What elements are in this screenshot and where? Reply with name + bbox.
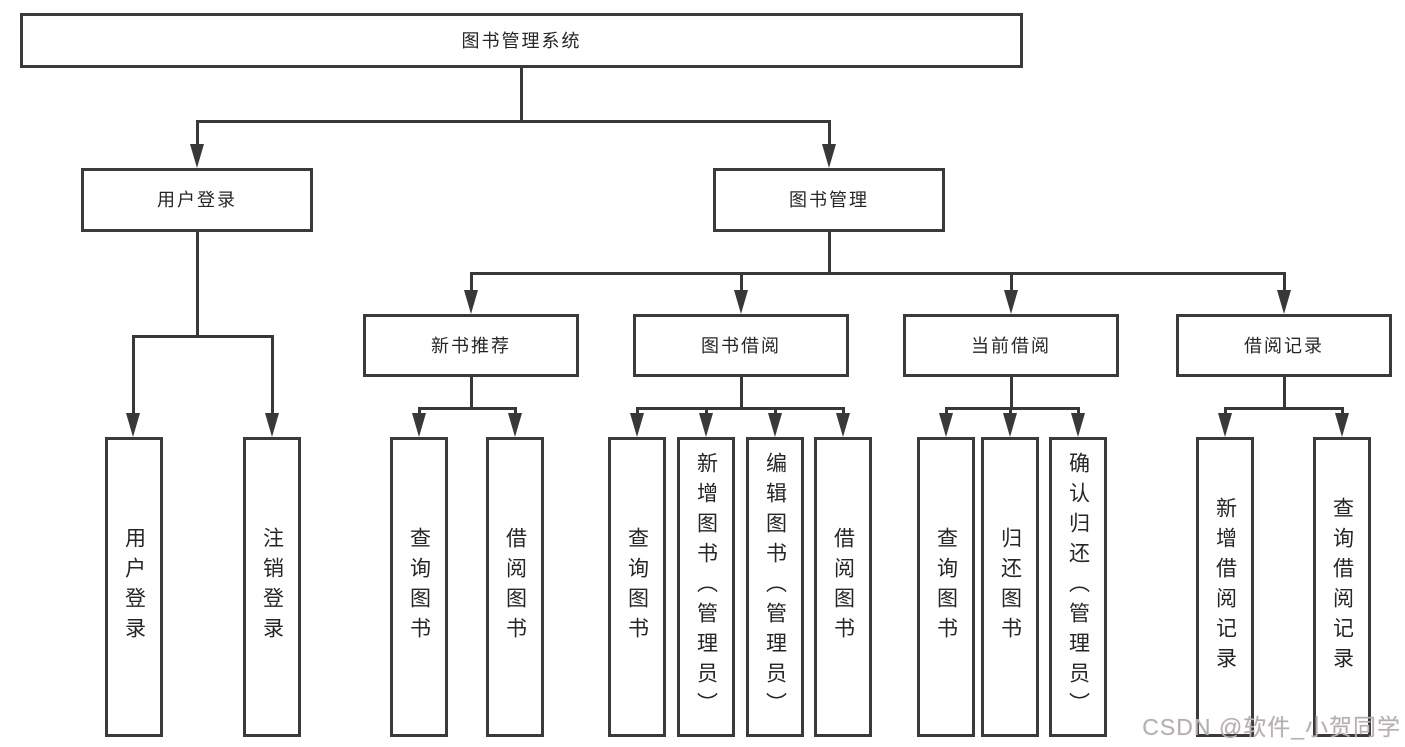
leaf-borrow-books-newrec: 借阅图书: [486, 437, 544, 737]
leaf-query-books-newrec: 查询图书: [390, 437, 448, 737]
arrow-down-icon: [265, 413, 279, 437]
connector-vline: [635, 408, 639, 417]
leaf-label: 借阅图书: [503, 527, 527, 647]
csdn-watermark: CSDN @软件_小贺同学: [1142, 714, 1401, 740]
node-book-borrowing: 图书借阅: [633, 314, 849, 377]
arrow-down-icon: [699, 413, 713, 437]
leaf-confirm-return-admin: 确认归还（管理员）: [1049, 437, 1107, 737]
connector-vline: [944, 408, 948, 417]
connector-vline: [270, 336, 274, 417]
arrow-down-icon: [190, 144, 204, 168]
leaf-label: 查询图书: [625, 527, 649, 647]
node-label: 图书管理: [789, 190, 869, 210]
connector-vline: [519, 68, 523, 121]
node-user-login: 用户登录: [81, 168, 313, 232]
leaf-query-books-borrow: 查询图书: [608, 437, 666, 737]
connector-vline: [469, 377, 473, 408]
leaf-label: 确认归还（管理员）: [1066, 452, 1090, 722]
connector-vline: [469, 273, 473, 294]
arrow-down-icon: [734, 290, 748, 314]
node-new-book-recommendation: 新书推荐: [363, 314, 579, 377]
arrow-down-icon: [1071, 413, 1085, 437]
connector-hline: [469, 271, 1286, 275]
leaf-edit-books-admin: 编辑图书（管理员）: [746, 437, 804, 737]
node-label: 图书借阅: [701, 335, 781, 356]
connector-vline: [1340, 408, 1344, 417]
connector-vline: [1009, 273, 1013, 294]
leaf-borrow-books-borrow: 借阅图书: [814, 437, 872, 737]
leaf-label: 注销登录: [260, 527, 284, 647]
connector-vline: [1223, 408, 1227, 417]
connector-vline: [513, 408, 517, 417]
leaf-label: 新增借阅记录: [1213, 497, 1237, 677]
connector-vline: [841, 408, 845, 417]
node-book-management-system: 图书管理系统: [20, 13, 1023, 68]
connector-vline: [704, 408, 708, 417]
arrow-down-icon: [508, 413, 522, 437]
node-book-management: 图书管理: [713, 168, 945, 232]
connector-vline: [739, 273, 743, 294]
connector-vline: [1076, 408, 1080, 417]
connector-vline: [1282, 377, 1286, 408]
leaf-label: 用户登录: [122, 527, 146, 647]
leaf-user-login: 用户登录: [105, 437, 163, 737]
node-label: 当前借阅: [971, 335, 1051, 356]
connector-vline: [195, 232, 199, 336]
leaf-label: 借阅图书: [831, 527, 855, 647]
connector-vline: [773, 408, 777, 417]
arrow-down-icon: [822, 144, 836, 168]
node-borrowing-records: 借阅记录: [1176, 314, 1392, 377]
leaf-label: 查询借阅记录: [1330, 497, 1354, 677]
connector-hline: [131, 334, 274, 338]
arrow-down-icon: [630, 413, 644, 437]
leaf-label: 查询图书: [407, 527, 431, 647]
leaf-query-books-current: 查询图书: [917, 437, 975, 737]
arrow-down-icon: [1335, 413, 1349, 437]
leaf-label: 新增图书（管理员）: [694, 452, 718, 722]
connector-vline: [195, 121, 199, 148]
connector-vline: [1009, 377, 1013, 408]
connector-vline: [827, 232, 831, 273]
arrow-down-icon: [836, 413, 850, 437]
connector-hline: [195, 119, 831, 123]
connector-hline: [1223, 406, 1344, 410]
arrow-down-icon: [126, 413, 140, 437]
connector-hline: [635, 406, 845, 410]
connector-vline: [417, 408, 421, 417]
node-label: 借阅记录: [1244, 335, 1324, 356]
leaf-add-borrow-record: 新增借阅记录: [1196, 437, 1254, 737]
connector-vline: [1282, 273, 1286, 294]
arrow-down-icon: [1003, 413, 1017, 437]
node-label: 图书管理系统: [461, 30, 582, 51]
arrow-down-icon: [768, 413, 782, 437]
connector-vline: [827, 121, 831, 148]
node-current-borrowing: 当前借阅: [903, 314, 1119, 377]
leaf-return-books: 归还图书: [981, 437, 1039, 737]
arrow-down-icon: [1218, 413, 1232, 437]
arrow-down-icon: [1277, 290, 1291, 314]
leaf-query-borrow-record: 查询借阅记录: [1313, 437, 1371, 737]
node-label: 新书推荐: [431, 335, 511, 356]
arrow-down-icon: [1004, 290, 1018, 314]
connector-vline: [739, 377, 743, 408]
connector-hline: [944, 406, 1080, 410]
leaf-label: 查询图书: [934, 527, 958, 647]
node-label: 用户登录: [157, 190, 237, 210]
connector-vline: [131, 336, 135, 417]
leaf-label: 归还图书: [998, 527, 1022, 647]
leaf-logout-login: 注销登录: [243, 437, 301, 737]
arrow-down-icon: [464, 290, 478, 314]
leaf-label: 编辑图书（管理员）: [763, 452, 787, 722]
leaf-add-books-admin: 新增图书（管理员）: [677, 437, 735, 737]
connector-hline: [417, 406, 517, 410]
arrow-down-icon: [412, 413, 426, 437]
connector-vline: [1008, 408, 1012, 417]
arrow-down-icon: [939, 413, 953, 437]
